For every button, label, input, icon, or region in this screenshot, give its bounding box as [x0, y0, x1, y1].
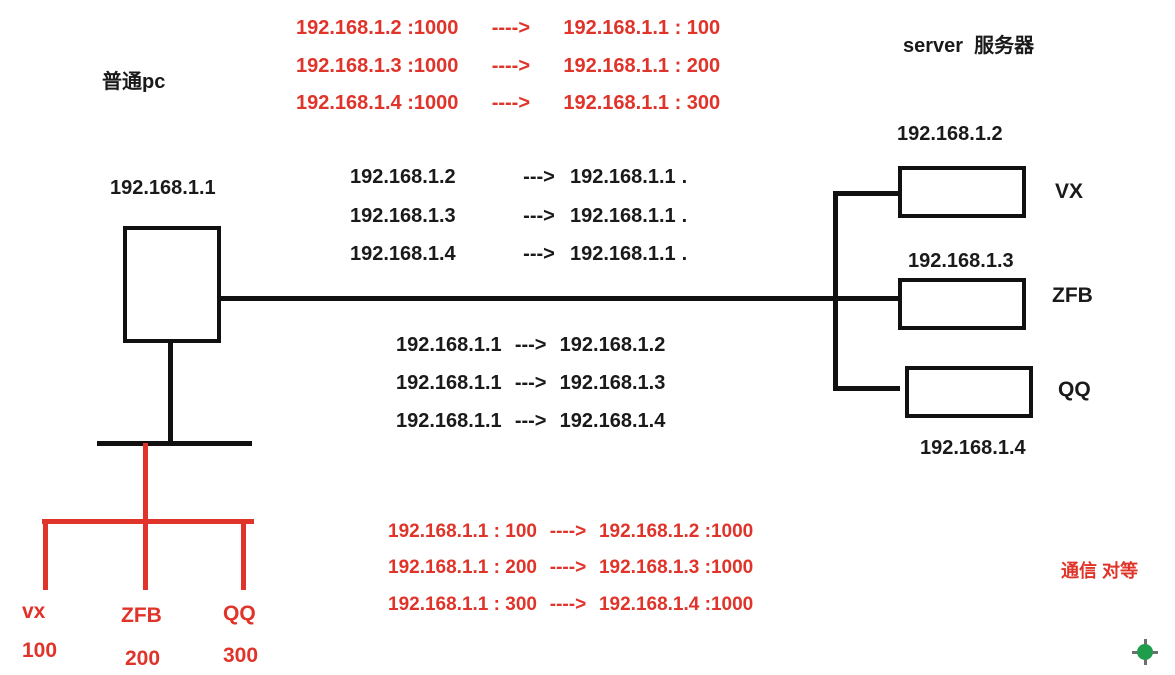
flow-source: 192.168.1.2: [350, 166, 456, 188]
flow-source: 192.168.1.3 :1000: [296, 55, 459, 77]
flow-arrow: ---->: [549, 557, 587, 578]
flow-arrow: --->: [514, 410, 547, 432]
flow-arrow: ---->: [549, 594, 587, 615]
server-ip-vx: 192.168.1.2: [897, 123, 1003, 145]
flow-tail: .: [681, 205, 688, 227]
marker-spike-bottom: [1144, 659, 1147, 665]
flow-destination: 192.168.1.1 : 300: [563, 92, 721, 114]
client-port-zfb: 200: [125, 647, 161, 670]
server-label-vx: VX: [1055, 180, 1084, 203]
marker-spike-top: [1144, 639, 1147, 645]
flow-row-mid-lower-1: 192.168.1.1 ---> 192.168.1.2: [396, 334, 665, 357]
flow-arrow: --->: [523, 166, 555, 188]
marker-dot: [1137, 644, 1153, 660]
server-label-qq: QQ: [1058, 378, 1091, 401]
flow-row-bottom-red-1: 192.168.1.1 : 100 ----> 192.168.1.2 :100…: [388, 521, 753, 543]
flow-tail: .: [681, 243, 688, 265]
server-stub-zfb: [833, 296, 900, 301]
server-label-zfb: ZFB: [1052, 284, 1093, 307]
peer-communication-note: 通信 对等: [1061, 561, 1139, 581]
flow-source: 192.168.1.1: [396, 334, 502, 356]
pc-local-bus: [97, 441, 252, 446]
flow-arrow: --->: [514, 334, 547, 356]
flow-row-mid-lower-2: 192.168.1.1 ---> 192.168.1.3: [396, 372, 665, 395]
flow-destination: 192.168.1.1: [570, 205, 676, 227]
pc-downlink: [168, 343, 173, 445]
flow-source: 192.168.1.3: [350, 205, 456, 227]
flow-destination: 192.168.1.1 : 100: [563, 17, 721, 39]
pc-box: [123, 226, 221, 343]
flow-source: 192.168.1.1 : 300: [388, 594, 537, 615]
flow-row-mid-lower-3: 192.168.1.1 ---> 192.168.1.4: [396, 410, 665, 433]
flow-destination: 192.168.1.2: [559, 334, 666, 356]
flow-row-top-red-1: 192.168.1.2 :1000 ----> 192.168.1.1 : 10…: [296, 17, 720, 40]
server-box-vx: [898, 166, 1026, 218]
flow-destination: 192.168.1.4 :1000: [598, 594, 754, 615]
server-bus: [833, 191, 838, 391]
flow-row-bottom-red-3: 192.168.1.1 : 300 ----> 192.168.1.4 :100…: [388, 594, 753, 616]
flow-destination: 192.168.1.3 :1000: [598, 557, 754, 578]
flow-destination: 192.168.1.2 :1000: [598, 521, 754, 542]
flow-tail: .: [681, 166, 688, 188]
flow-source: 192.168.1.1 : 200: [388, 557, 537, 578]
flow-arrow: ---->: [491, 55, 531, 77]
flow-row-mid-upper-1: 192.168.1.2 ---> 192.168.1.1 .: [350, 166, 687, 189]
pc-title-label: 普通pc: [102, 71, 166, 93]
client-port-qq: 300: [223, 644, 259, 667]
pc-to-server-link: [219, 296, 837, 301]
client-label-qq: QQ: [223, 602, 256, 625]
app-leg-vx: [43, 521, 48, 590]
green-cursor-marker: [1132, 639, 1158, 665]
server-stub-qq: [833, 386, 900, 391]
flow-destination: 192.168.1.3: [559, 372, 666, 394]
flow-destination: 192.168.1.4: [559, 410, 666, 432]
client-label-vx: vx: [22, 600, 46, 623]
app-bus: [42, 519, 254, 524]
flow-row-bottom-red-2: 192.168.1.1 : 200 ----> 192.168.1.3 :100…: [388, 557, 753, 579]
client-port-vx: 100: [22, 639, 58, 662]
flow-row-mid-upper-2: 192.168.1.3 ---> 192.168.1.1 .: [350, 205, 687, 228]
server-box-qq: [905, 366, 1033, 418]
flow-source: 192.168.1.4 :1000: [296, 92, 459, 114]
server-ip-zfb: 192.168.1.3: [908, 250, 1014, 272]
flow-source: 192.168.1.4: [350, 243, 456, 265]
flow-source: 192.168.1.1: [396, 372, 502, 394]
server-box-zfb: [898, 278, 1026, 330]
app-leg-zfb: [143, 521, 148, 590]
flow-arrow: --->: [523, 205, 555, 227]
flow-row-mid-upper-3: 192.168.1.4 ---> 192.168.1.1 .: [350, 243, 687, 266]
server-title-label: server 服务器: [903, 35, 1035, 57]
flow-arrow: ---->: [549, 521, 587, 542]
flow-row-top-red-3: 192.168.1.4 :1000 ----> 192.168.1.1 : 30…: [296, 92, 720, 115]
client-label-zfb: ZFB: [121, 604, 162, 627]
flow-destination: 192.168.1.1: [570, 166, 676, 188]
server-stub-vx: [833, 191, 900, 196]
marker-spike-right: [1152, 651, 1158, 654]
flow-arrow: ---->: [491, 92, 531, 114]
flow-source: 192.168.1.1 : 100: [388, 521, 537, 542]
app-leg-qq: [241, 521, 246, 590]
flow-row-top-red-2: 192.168.1.3 :1000 ----> 192.168.1.1 : 20…: [296, 55, 720, 78]
flow-source: 192.168.1.1: [396, 410, 502, 432]
server-ip-qq: 192.168.1.4: [920, 437, 1026, 459]
flow-arrow: --->: [523, 243, 555, 265]
pc-ip-label: 192.168.1.1: [110, 177, 216, 199]
app-bus-uplink: [143, 443, 148, 523]
flow-arrow: --->: [514, 372, 547, 394]
flow-destination: 192.168.1.1 : 200: [563, 55, 721, 77]
flow-destination: 192.168.1.1: [570, 243, 676, 265]
flow-source: 192.168.1.2 :1000: [296, 17, 459, 39]
marker-spike-left: [1132, 651, 1138, 654]
flow-arrow: ---->: [491, 17, 531, 39]
